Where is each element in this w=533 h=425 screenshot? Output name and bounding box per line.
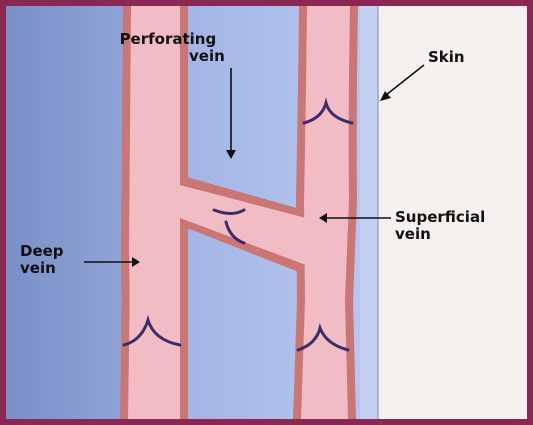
- label-perforating-vein: Perforating vein: [111, 31, 225, 65]
- label-superficial-line2: vein: [395, 226, 485, 243]
- label-skin: Skin: [428, 49, 465, 66]
- label-skin-text: Skin: [428, 49, 465, 66]
- skin-band: [360, 6, 378, 419]
- label-deep-vein: Deep vein: [20, 243, 64, 277]
- label-superficial-vein: Superficial vein: [395, 209, 485, 243]
- label-deep-line1: Deep: [20, 243, 64, 260]
- label-perforating-line2: vein: [111, 48, 225, 65]
- superficial-vein-lumen: [301, 6, 350, 419]
- label-deep-line2: vein: [20, 260, 64, 277]
- deep-vein-lumen: [128, 6, 180, 419]
- label-superficial-line1: Superficial: [395, 209, 485, 226]
- label-perforating-line1: Perforating: [111, 31, 225, 48]
